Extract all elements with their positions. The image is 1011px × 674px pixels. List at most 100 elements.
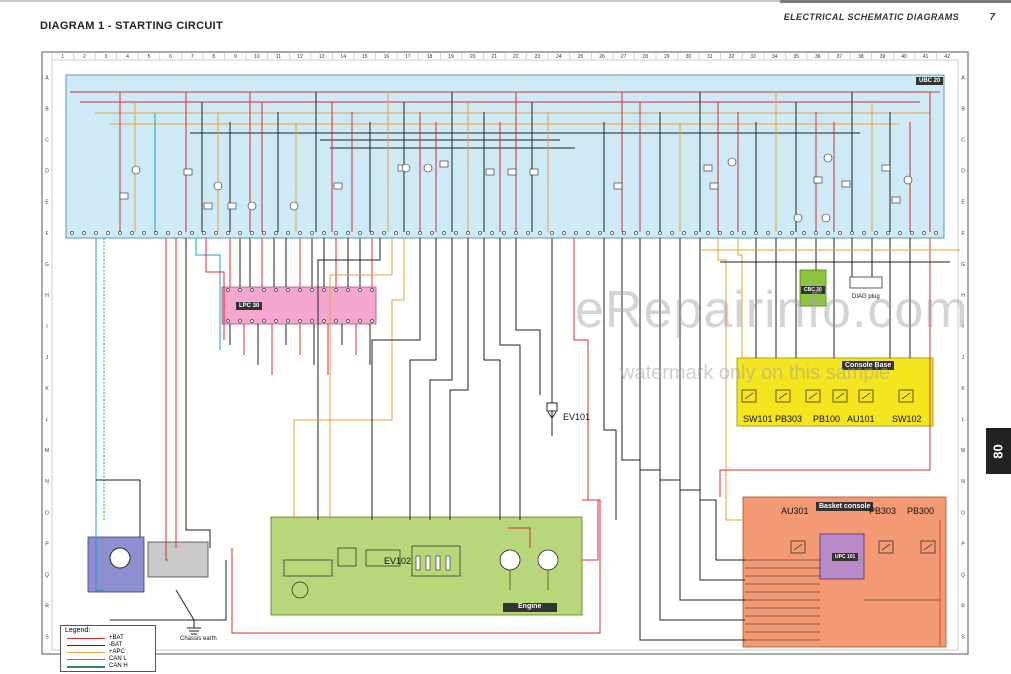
row-label: P (961, 541, 965, 547)
lpc-pin (226, 288, 230, 292)
sw102-label: SW102 (892, 414, 922, 424)
glow-plug (445, 555, 451, 571)
row-label: J (962, 355, 965, 361)
diagram-frame (41, 51, 969, 655)
column-label: 33 (750, 54, 756, 60)
column-label: 27 (621, 54, 627, 60)
wire (515, 238, 541, 395)
diag-label: DIAG plug (852, 294, 880, 300)
column-label: 23 (535, 54, 541, 60)
ev101-label: EV101 (563, 412, 591, 422)
ev102-label: EV102 (384, 556, 412, 566)
console-switch (832, 389, 848, 403)
wire (483, 238, 501, 520)
au101-label: AU101 (847, 414, 875, 424)
watermark-sub: watermark only on this sample (620, 362, 891, 384)
wire (293, 238, 405, 520)
column-label: 13 (319, 54, 325, 60)
basket-switch (790, 540, 806, 554)
ubc-pin (574, 231, 578, 235)
column-label: 24 (556, 54, 562, 60)
column-label: 8 (212, 54, 215, 60)
ubc-pin (730, 231, 734, 235)
column-label: 16 (384, 54, 390, 60)
column-label: 5 (148, 54, 151, 60)
column-label: 30 (686, 54, 692, 60)
ubc-pin (886, 231, 890, 235)
ubc-pin (586, 231, 590, 235)
lpc-pin (250, 319, 254, 323)
ubc-pin (766, 231, 770, 235)
ubc-pin (670, 231, 674, 235)
row-label: K (45, 386, 49, 392)
ubc-pin (814, 231, 818, 235)
starter-motor-symbol (109, 547, 131, 569)
row-label: P (45, 541, 49, 547)
sensor-box (337, 547, 357, 567)
wire (175, 589, 195, 621)
column-label: 7 (191, 54, 194, 60)
ev101-valve (546, 396, 558, 436)
chassis-earth-symbol (187, 620, 201, 635)
ubc-label: UBC 20 (916, 77, 944, 85)
row-label: J (46, 355, 49, 361)
fuse (227, 202, 237, 210)
ubc-pin (694, 231, 698, 235)
ubc-pin (214, 231, 218, 235)
ubc-pin (394, 231, 398, 235)
lpc-pin (358, 319, 362, 323)
chapter-tab: 80 (986, 428, 1011, 474)
wire (194, 560, 227, 621)
engine-label: Engine (518, 603, 542, 610)
wire (95, 238, 104, 591)
upc-label: UPC 101 (832, 553, 859, 561)
lamp-symbol (903, 175, 913, 185)
row-label: R (45, 603, 49, 609)
ubc-pin (634, 231, 638, 235)
column-label: 21 (491, 54, 497, 60)
basket-label: Basket console (816, 502, 874, 511)
row-label: H (45, 293, 49, 299)
row-label: N (45, 479, 49, 485)
chassis-earth-label: Chassis earth (180, 636, 217, 642)
lpc-pin (286, 288, 290, 292)
column-label: 22 (513, 54, 519, 60)
column-label: 41 (923, 54, 929, 60)
console-label: Console Base (842, 361, 895, 370)
ubc-pin (790, 231, 794, 235)
ubc-pin (466, 231, 470, 235)
ubc-pin (262, 231, 266, 235)
ubc-pin (274, 231, 278, 235)
column-label: 42 (944, 54, 950, 60)
ubc-pin (898, 231, 902, 235)
lpc-pin (238, 288, 242, 292)
column-label: 9 (234, 54, 237, 60)
starter-symbol (499, 549, 521, 571)
lpc-pin (370, 288, 374, 292)
row-label: Q (45, 572, 49, 578)
ubc-pin (154, 231, 158, 235)
column-label: 1 (61, 54, 64, 60)
ubc-pin (646, 231, 650, 235)
fuse (529, 168, 539, 176)
engine-components (283, 545, 559, 599)
ubc-pin (934, 231, 938, 235)
ubc-pin (322, 231, 326, 235)
ubc-pin (382, 231, 386, 235)
fuse (439, 160, 449, 168)
ubc-pin (754, 231, 758, 235)
ubc-pin (742, 231, 746, 235)
row-label: F (961, 231, 964, 237)
ubc-pin (478, 231, 482, 235)
ubc-pin (370, 231, 374, 235)
wire (499, 238, 521, 520)
ubc-pin (778, 231, 782, 235)
fuse (203, 202, 213, 210)
ubc-pin (202, 231, 206, 235)
basket-switch (878, 540, 894, 554)
wire (429, 238, 453, 520)
column-label: 12 (297, 54, 303, 60)
lpc-pin (286, 319, 290, 323)
wire (185, 238, 211, 548)
